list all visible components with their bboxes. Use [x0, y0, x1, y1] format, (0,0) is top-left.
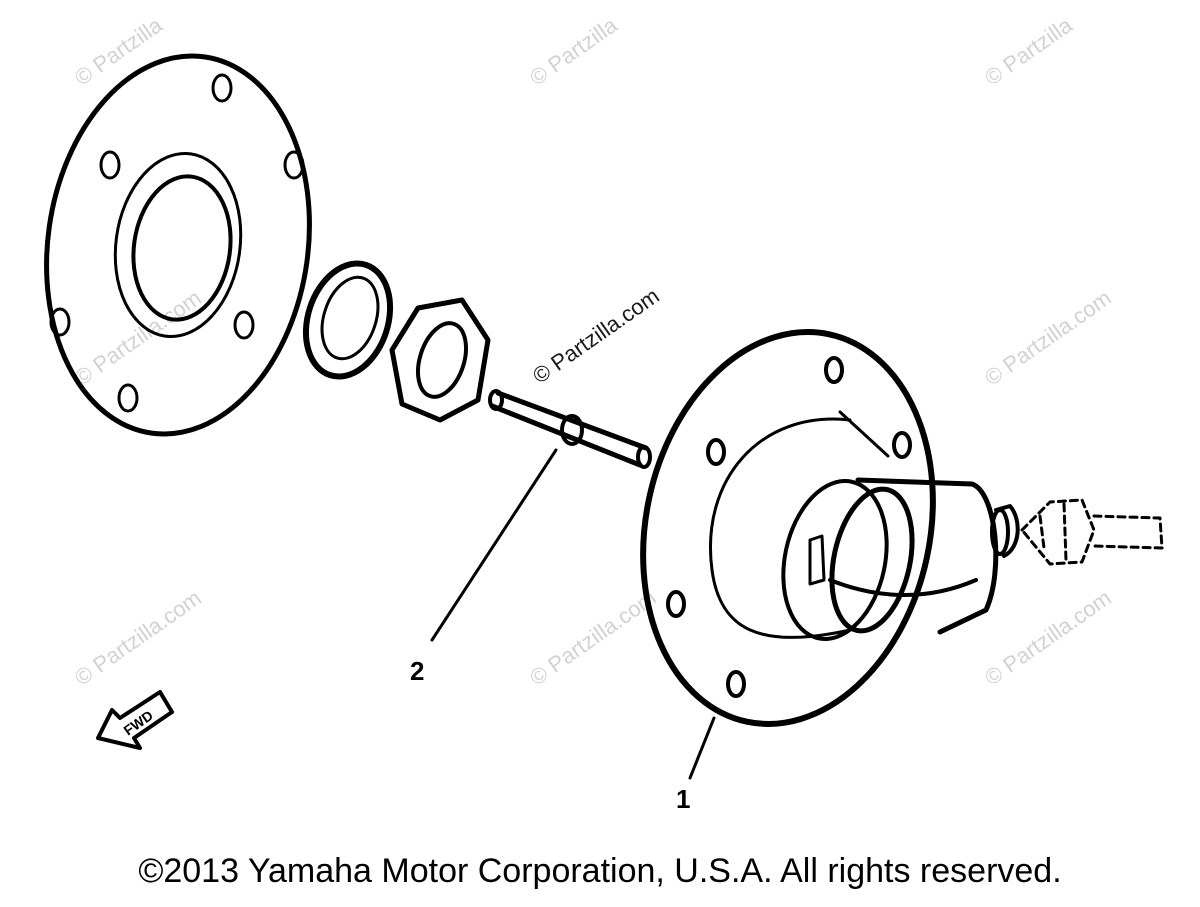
copyright-notice: ©2013 Yamaha Motor Corporation, U.S.A. A… — [138, 852, 1062, 890]
washer — [302, 260, 394, 380]
bolt — [1020, 498, 1164, 566]
nut — [389, 297, 491, 423]
callout-part-2: 2 — [410, 656, 425, 686]
back-plate — [44, 53, 312, 437]
hub-flange — [640, 329, 1020, 727]
key-pin — [488, 389, 652, 469]
leader-line-2 — [430, 448, 558, 642]
leader-line-1 — [688, 716, 716, 780]
callout-part-1: 1 — [676, 784, 691, 814]
forward-arrow-icon — [96, 690, 174, 750]
